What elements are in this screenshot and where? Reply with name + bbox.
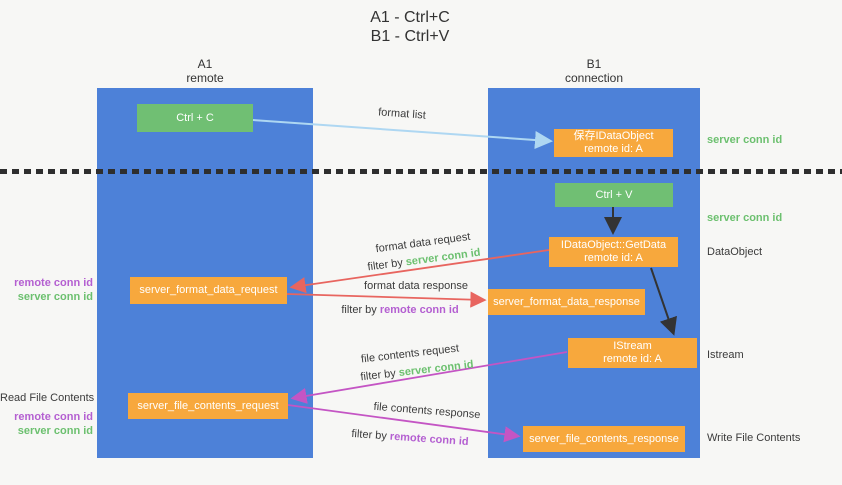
- getdata-line1: IDataObject::GetData: [560, 239, 667, 251]
- lane-b-name: B1: [586, 57, 602, 71]
- file-contents-response-arrow: [287, 404, 521, 443]
- format-data-response-arrow: [286, 291, 487, 308]
- filter-prefix: filter by: [341, 304, 380, 316]
- session-divider-dotted-line: [0, 169, 842, 174]
- ctrl-c-label: Ctrl + C: [176, 111, 214, 124]
- lane-b-header: B1 connection: [544, 57, 644, 85]
- format-data-response-filter-label: filter by remote conn id: [341, 304, 458, 316]
- dataobject-annotation: DataObject: [707, 246, 763, 258]
- server-conn-id-label: server conn id: [17, 291, 93, 303]
- file-request-label: server_file_contents_request: [137, 399, 279, 412]
- save-dataobject-line2: remote id: A: [584, 143, 643, 155]
- diagram-title: A1 - Ctrl+C B1 - Ctrl+V: [310, 8, 510, 46]
- read-file-contents-annotation: Read File Contents: [0, 392, 95, 404]
- istream-line1: IStream: [613, 340, 652, 352]
- file-response-label: server_file_contents_response: [529, 432, 679, 445]
- file-ids-annotation: remote conn id server conn id: [0, 410, 93, 438]
- lane-a-header: A1 remote: [155, 57, 255, 85]
- server-conn-id-annotation-mid: server conn id: [707, 212, 783, 224]
- remote-conn-id-key: remote conn id: [379, 304, 459, 316]
- istream-node: IStream remote id: A: [568, 338, 697, 368]
- ctrl-c-node: Ctrl + C: [137, 104, 253, 132]
- write-file-contents-annotation: Write File Contents: [707, 432, 801, 444]
- file-contents-request-arrow: [290, 351, 568, 404]
- format-data-request-arrow: [289, 249, 550, 294]
- server-conn-id-annotation-top: server conn id: [707, 134, 783, 146]
- format-request-node: server_format_data_request: [130, 277, 287, 304]
- format-request-label: server_format_data_request: [139, 284, 278, 296]
- file-response-node: server_file_contents_response: [523, 426, 685, 452]
- format-response-label: server_format_data_response: [493, 295, 640, 308]
- format-ids-annotation: remote conn id server conn id: [0, 276, 93, 304]
- remote-conn-id-label: remote conn id: [14, 411, 93, 423]
- istream-line2: remote id: A: [603, 353, 662, 365]
- save-dataobject-line1: 保存IDataObject: [573, 130, 654, 142]
- getdata-to-istream-arrow: [650, 267, 677, 336]
- format-list-arrow: [252, 119, 553, 149]
- istream-annotation: Istream: [707, 349, 744, 361]
- server-conn-id-label: server conn id: [17, 425, 93, 437]
- lane-a-name: A1: [197, 57, 213, 71]
- format-data-response-edge-label: format data response: [364, 280, 468, 292]
- remote-conn-id-label: remote conn id: [14, 277, 93, 289]
- ctrl-v-node: Ctrl + V: [555, 183, 673, 207]
- save-dataobject-node: 保存IDataObject remote id: A: [554, 129, 673, 157]
- lane-a-role: remote: [186, 71, 224, 85]
- title-line-2: B1 - Ctrl+V: [370, 28, 450, 45]
- lane-b-role: connection: [564, 71, 624, 85]
- ctrl-v-label: Ctrl + V: [595, 188, 633, 201]
- file-request-node: server_file_contents_request: [128, 393, 288, 419]
- getdata-node: IDataObject::GetData remote id: A: [549, 237, 678, 267]
- getdata-line2: remote id: A: [584, 252, 643, 264]
- format-response-node: server_format_data_response: [488, 289, 645, 315]
- title-line-1: A1 - Ctrl+C: [370, 9, 450, 26]
